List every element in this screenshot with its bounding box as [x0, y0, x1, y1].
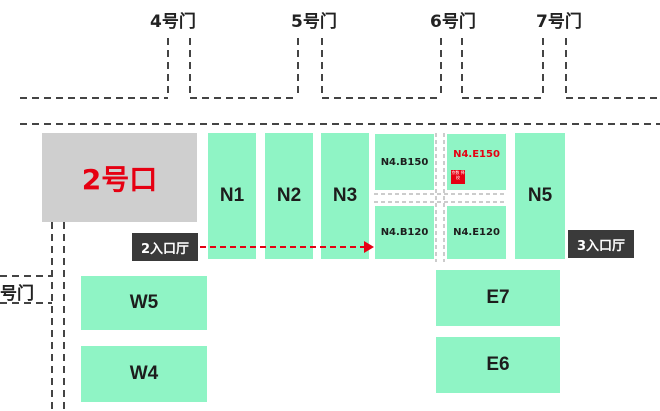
hall-n4-b120: N4.B120 [375, 206, 434, 259]
gate-4-label: 4号门 [150, 12, 196, 32]
hall-e6: E6 [436, 337, 560, 393]
gate-5-label: 5号门 [291, 12, 337, 32]
entrance-hall-3-label: 3入口厅 [568, 230, 634, 258]
hall-n4-e150-label: N4.E150 [453, 148, 500, 160]
hall-w4: W4 [81, 346, 207, 402]
logo-badge: 京数 择校 [451, 170, 465, 184]
hall-w5: W5 [81, 276, 207, 330]
entrance-2-block: 2号口 [42, 133, 197, 222]
gate-7-label: 7号门 [536, 12, 582, 32]
arrow-head-icon [364, 241, 374, 253]
hall-n5: N5 [515, 133, 565, 259]
hall-n2: N2 [265, 133, 313, 259]
entrance-hall-2-label: 2入口厅 [132, 233, 198, 261]
gate-left-label: 号门 [0, 284, 34, 304]
gate-6-label: 6号门 [430, 12, 476, 32]
hall-n3: N3 [321, 133, 369, 259]
hall-n1: N1 [208, 133, 256, 259]
hall-n4-e120: N4.E120 [447, 206, 506, 259]
hall-n4-b150: N4.B150 [375, 134, 434, 190]
hall-e7: E7 [436, 270, 560, 326]
